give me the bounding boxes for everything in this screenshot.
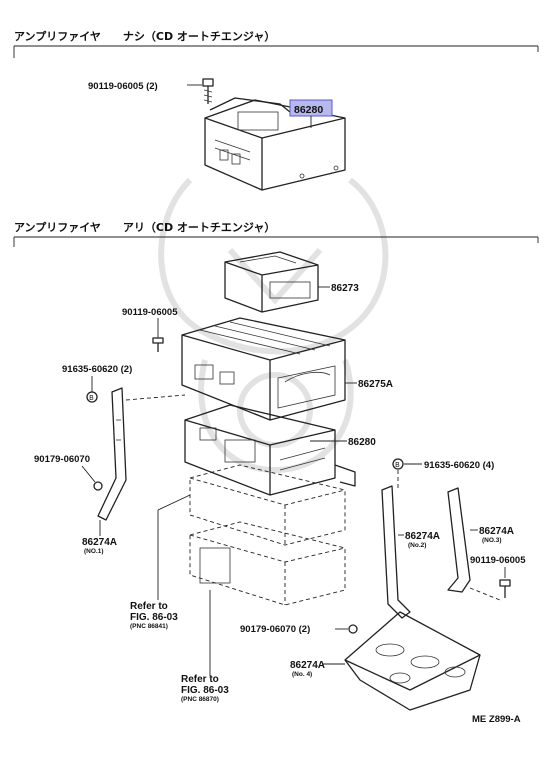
bracket-no2-label: (No.2) [408, 542, 426, 549]
callout-bolt-90119-right: 90119-06005 [470, 555, 526, 566]
cd-changer-86275a [181, 317, 346, 421]
refer-label-2: Refer to [181, 674, 219, 685]
refer-pnc-2: (PNC 86870) [181, 696, 219, 703]
bolt-icon-right [499, 579, 511, 598]
clip-icon-right [392, 458, 404, 470]
amplifier-unit-bottom [184, 404, 356, 496]
callout-86275a[interactable]: 86275A [358, 379, 393, 390]
screw-icon [152, 337, 164, 352]
refer-fig-1[interactable]: FIG. 86-03 [130, 612, 178, 623]
callout-86280[interactable]: 86280 [348, 437, 376, 448]
callout-bracket-86274a-no1[interactable]: 86274A [82, 537, 117, 548]
bracket-no3-label: (NO.3) [482, 537, 502, 544]
referenced-unit-86870 [189, 521, 346, 606]
section-title-without-amp: アンプリファイヤ ナシ（CD オートチエンジャ） [14, 29, 275, 43]
section-divider-1 [13, 45, 539, 58]
screw-icon-bottom [348, 624, 358, 634]
screw-icon-small [93, 481, 103, 491]
bracket-no3 [447, 487, 471, 593]
amplifier-unit-top [204, 97, 346, 191]
figure-id: ME Z899-A [472, 714, 521, 725]
bracket-no4-label: (No. 4) [292, 671, 312, 678]
bracket-no4 [344, 611, 481, 711]
watermark-emblem [158, 177, 389, 474]
callout-clip-91635-right: 91635-60620 (4) [424, 460, 494, 471]
callout-86280-highlighted[interactable]: 86280 [294, 104, 323, 116]
callout-bracket-86274a-no2[interactable]: 86274A [405, 531, 440, 542]
referenced-unit-86841 [189, 464, 346, 546]
refer-fig-2[interactable]: FIG. 86-03 [181, 685, 229, 696]
callout-clip-91635-left: 91635-60620 (2) [62, 364, 132, 375]
bracket-no2 [381, 485, 411, 619]
callout-bracket-86274a-no3[interactable]: 86274A [479, 526, 514, 537]
refer-pnc-1: (PNC 86841) [130, 623, 168, 630]
bracket-no1 [97, 387, 127, 521]
bolt-icon [202, 78, 214, 104]
refer-label-1: Refer to [130, 601, 168, 612]
callout-86273[interactable]: 86273 [331, 283, 359, 294]
svg-text:B: B [89, 394, 94, 402]
cd-magazine-86273 [224, 251, 319, 313]
section-title-with-amp: アンプリファイヤ アリ（CD オートチエンジャ） [14, 220, 275, 234]
callout-screw-90179-left: 90179-06070 [34, 454, 90, 465]
svg-text:B: B [395, 461, 400, 469]
callout-bolt-90119-b: 90119-06005 [122, 307, 178, 318]
section-divider-2 [13, 236, 539, 247]
clip-icon [86, 391, 98, 403]
bracket-no1-label: (NO.1) [84, 548, 104, 555]
callout-screw-90179-bottom: 90179-06070 (2) [240, 624, 310, 635]
callout-bracket-86274a-no4[interactable]: 86274A [290, 660, 325, 671]
callout-bolt-90119: 90119-06005 (2) [88, 81, 158, 92]
